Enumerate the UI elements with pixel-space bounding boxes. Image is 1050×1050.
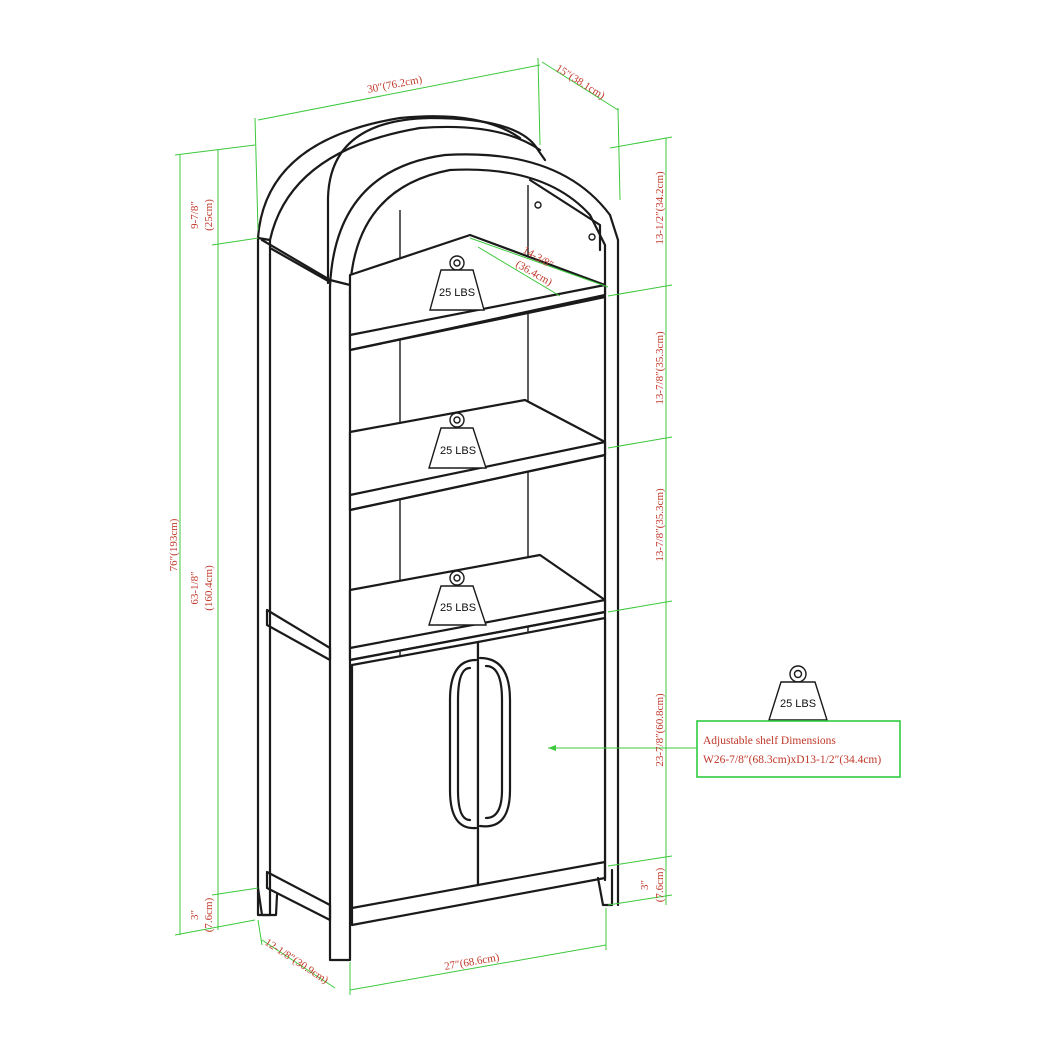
dim-spacing-2: 13-7/8″(35.3cm): [654, 331, 666, 405]
front-arch-outer: [328, 153, 620, 907]
dim-width-top: 30″(76.2cm): [366, 73, 423, 95]
callout-box: [696, 720, 901, 778]
rear-hole-right: [588, 233, 596, 241]
handle-inner-left: [456, 666, 472, 822]
dim-cabinet-height: 23-7/8″(60.8cm): [654, 693, 666, 767]
front-arch-inner: [348, 168, 607, 882]
rear-arch: [326, 116, 547, 285]
weight-ring-inner: [453, 259, 461, 267]
left-side-top: [260, 238, 352, 287]
right-door: [476, 616, 607, 887]
dimension-lines: [174, 57, 697, 995]
dim-body-height: 63-1/8″: [189, 571, 201, 604]
cabinet-base: [350, 860, 607, 927]
weight-label: 25 LBS: [780, 698, 816, 710]
dim-spacing-1: 13-1/2″(34.2cm): [654, 171, 666, 245]
dim-spacing-3: 13-7/8″(35.3cm): [654, 488, 666, 562]
left-arch-inner-edge: [268, 125, 542, 242]
right-door-handle: [478, 656, 512, 828]
bookcase-drawing: [256, 115, 620, 962]
weight-label: 25 LBS: [440, 445, 476, 457]
left-arch-edge: [256, 115, 522, 240]
dim-leg-left: 3″: [189, 910, 201, 920]
dim-base-width: 27″(68.6cm): [443, 951, 500, 973]
dim-leg-right-cm: (7.6cm): [654, 867, 666, 902]
weight-badge-2: 25 LBS: [428, 412, 487, 469]
dim-arch-height: 9-7/8″: [189, 201, 201, 229]
arrow-head-icon: [548, 745, 556, 751]
dim-arch-height-cm: (25cm): [203, 199, 215, 231]
left-mid-rail: [265, 608, 332, 662]
weight-badge-3: 25 LBS: [428, 570, 487, 626]
left-front-post: [328, 285, 352, 962]
callout-title: Adjustable shelf Dimensions: [703, 735, 836, 747]
weight-label: 25 LBS: [439, 287, 475, 299]
weight-badge-1: 25 LBS: [429, 255, 485, 311]
adjustable-shelf-callout: Adjustable shelf Dimensions W26-7/8″(68.…: [696, 720, 901, 778]
weight-ring-inner: [453, 574, 461, 582]
dim-total-height: 76″(193cm): [168, 518, 180, 571]
left-bottom-rail: [265, 870, 332, 922]
dim-leg-right: 3″: [639, 880, 651, 890]
dim-leg-left-cm: (7.6cm): [203, 897, 215, 932]
weight-ring-inner: [453, 416, 461, 424]
left-side-panel: [256, 236, 272, 917]
weight-icon: [428, 427, 487, 469]
weight-icon: [428, 585, 487, 626]
handle-inner-right: [484, 664, 504, 820]
weight-icon: [768, 681, 828, 721]
rear-hole-left: [534, 201, 542, 209]
dim-depth-top: 15″(38.1cm): [553, 62, 607, 102]
dim-base-depth: 12-1/8″(30.9cm): [262, 936, 330, 986]
dim-body-height-cm: (160.4cm): [203, 565, 215, 611]
weight-ring-inner: [793, 669, 803, 679]
callout-dimensions: W26-7/8″(68.3cm)xD13-1/2″(34.4cm): [703, 754, 881, 766]
weight-icon: [429, 269, 485, 311]
left-top-rail: [268, 246, 332, 284]
weight-badge-4: 25 LBS: [768, 665, 828, 721]
left-door-handle: [448, 658, 478, 830]
weight-label: 25 LBS: [440, 602, 476, 614]
rear-right-panel: [528, 178, 602, 252]
right-front-leg: [596, 868, 614, 907]
left-back-leg: [256, 886, 279, 917]
